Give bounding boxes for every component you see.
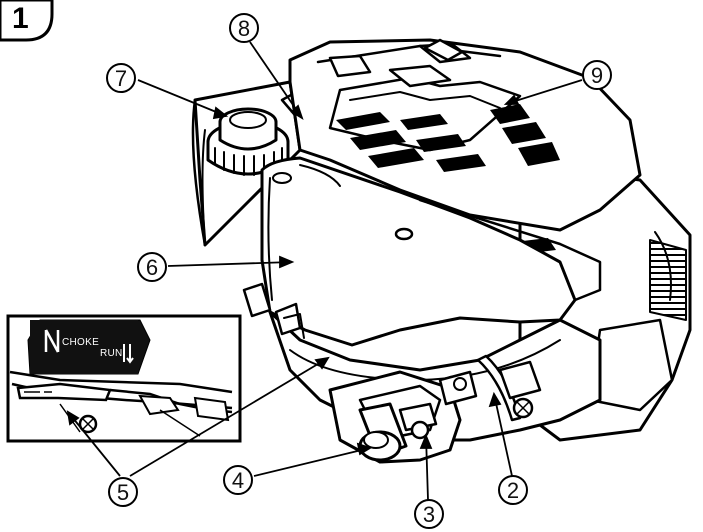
- callout-6: 6: [137, 252, 167, 282]
- svg-text:5: 5: [117, 480, 129, 505]
- callout-9: 9: [582, 60, 612, 90]
- svg-text:9: 9: [591, 63, 603, 88]
- figure-number-tab: 1: [0, 0, 54, 42]
- carburetor-bowl: [358, 402, 408, 462]
- fuel-line: [476, 354, 522, 422]
- choke-icon: [44, 329, 60, 353]
- callout-8: 8: [229, 13, 259, 43]
- svg-text:8: 8: [238, 16, 250, 41]
- cover-screw-hole: [394, 227, 414, 241]
- svg-text:6: 6: [146, 255, 158, 280]
- leader-lines: [66, 41, 583, 501]
- callout-5: 5: [108, 477, 138, 507]
- run-label: RUN: [100, 348, 123, 359]
- callout-2: 2: [498, 475, 528, 505]
- choke-lever: [16, 382, 112, 402]
- svg-text:7: 7: [115, 66, 127, 91]
- choke-label: CHOKE: [62, 337, 99, 348]
- svg-text:3: 3: [423, 502, 435, 527]
- throttle-inset: CHOKE RUN: [6, 314, 242, 443]
- air-cleaner-cover: [260, 156, 577, 347]
- callout-3: 3: [414, 499, 444, 529]
- oil-cap: [206, 107, 290, 176]
- svg-text:4: 4: [232, 468, 244, 493]
- run-icon: [123, 344, 134, 364]
- engine-body: [191, 38, 692, 464]
- cooling-fins-right: [649, 239, 687, 321]
- callout-4: 4: [223, 465, 253, 495]
- svg-text:2: 2: [507, 478, 519, 503]
- callout-7: 7: [106, 63, 136, 93]
- fuel-fitting: [498, 360, 542, 400]
- figure-number: 1: [12, 2, 29, 35]
